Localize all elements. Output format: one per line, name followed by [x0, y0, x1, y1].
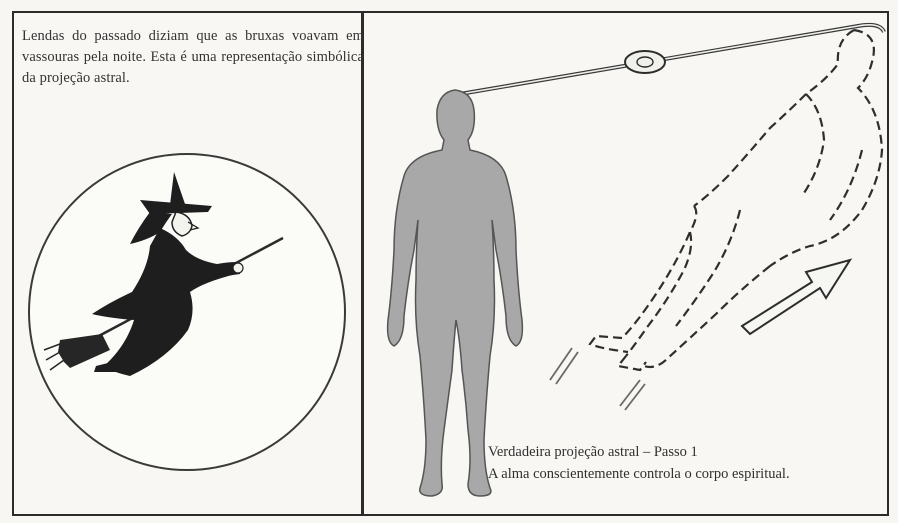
right-caption-line2: A alma conscientemente controla o corpo … — [488, 463, 893, 485]
right-caption-line1: Verdadeira projeção astral – Passo 1 — [488, 441, 893, 463]
motion-lines — [550, 348, 645, 410]
upward-arrow-icon — [742, 260, 850, 334]
silver-cord — [460, 25, 884, 94]
astral-body-outline-icon — [590, 30, 882, 370]
right-caption: Verdadeira projeção astral – Passo 1 A a… — [488, 441, 893, 485]
physical-body-icon — [388, 90, 523, 496]
